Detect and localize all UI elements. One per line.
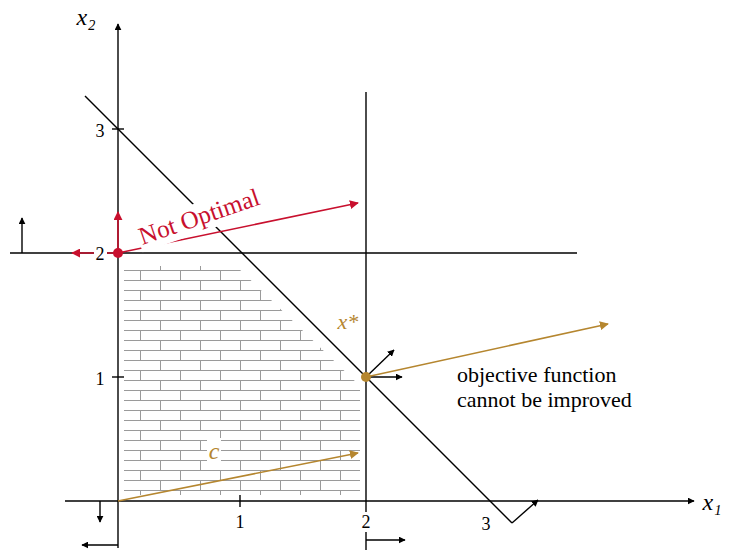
normal-arrow bbox=[512, 500, 538, 523]
normal-arrow bbox=[366, 350, 394, 377]
tick-number: 1 bbox=[234, 512, 247, 533]
constraint-line bbox=[85, 96, 512, 523]
tick-mark bbox=[112, 128, 124, 129]
x2-axis bbox=[117, 24, 118, 548]
tick-mark bbox=[112, 376, 124, 377]
annotation-label: Not Optimal bbox=[133, 182, 265, 251]
tick-number: 3 bbox=[480, 514, 493, 535]
x1-axis bbox=[65, 500, 694, 501]
optimal-point bbox=[361, 372, 371, 382]
tick-mark bbox=[239, 495, 240, 507]
point-label: x* bbox=[336, 309, 361, 334]
feasible-region bbox=[124, 266, 360, 495]
tick-number: 2 bbox=[360, 512, 373, 533]
normal-arrow bbox=[117, 212, 119, 253]
normal-arrow bbox=[99, 501, 100, 522]
vector-label: c bbox=[207, 438, 222, 466]
constraint-line bbox=[365, 92, 366, 550]
axis-label: x₁ bbox=[701, 489, 724, 517]
tick-number: 3 bbox=[94, 121, 107, 142]
annotation-label: objective function cannot be improved bbox=[455, 362, 659, 413]
normal-arrow bbox=[82, 544, 118, 545]
axis-label: x₂ bbox=[75, 4, 98, 32]
vertex-point bbox=[113, 248, 123, 258]
normal-arrow bbox=[366, 539, 405, 540]
normal-arrow bbox=[21, 218, 22, 253]
tick-number: 2 bbox=[94, 244, 107, 265]
tick-number: 1 bbox=[94, 369, 107, 390]
objective-vector bbox=[118, 453, 358, 501]
